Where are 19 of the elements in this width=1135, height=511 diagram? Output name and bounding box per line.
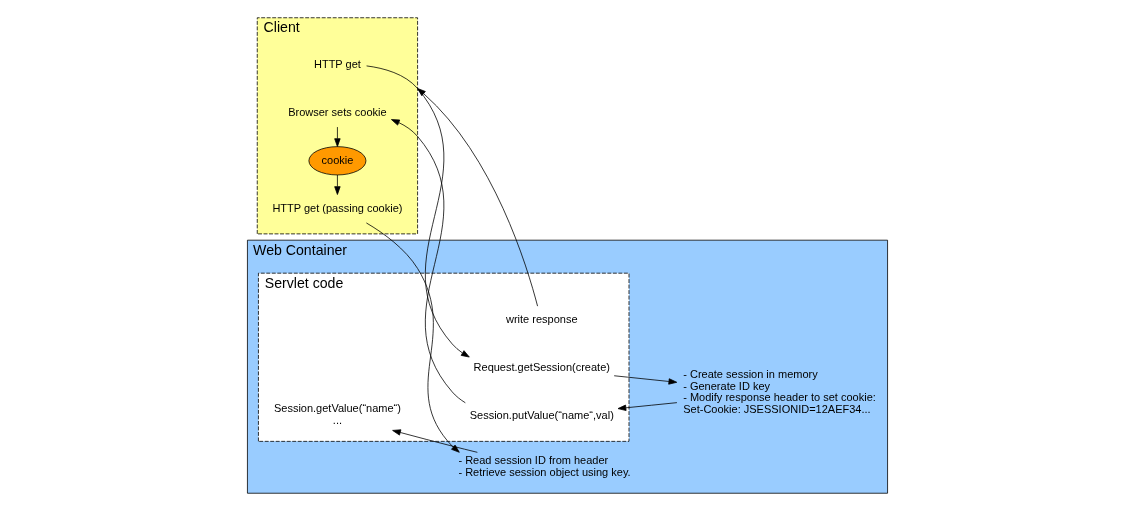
node-text: HTTP get (passing cookie) [272, 201, 403, 214]
arrow [613, 375, 678, 385]
node-text: Request.getSession(create) [473, 361, 610, 374]
node-text: - Create session in memory - Generate ID key - Modify response header to set cookie: Set-Cookie: JSESSIONID=12AEF34... [683, 367, 876, 416]
node-text: Browser sets cookie [288, 105, 387, 118]
node-text: Session.putValue(“name“,val) [469, 409, 614, 422]
node-text: write response [505, 313, 578, 326]
arrow [392, 429, 478, 453]
arrow [365, 222, 460, 453]
arrow [417, 88, 538, 307]
node-ellipse: cookie [308, 146, 367, 176]
arrow [366, 65, 470, 358]
arrow [391, 119, 466, 404]
arrow [617, 402, 678, 411]
node-text: Session.getValue(“name“) ... [273, 402, 401, 427]
arrow [334, 126, 341, 147]
node-text: - Read session ID from header - Retrieve session object using key. [458, 454, 631, 479]
arrow [334, 174, 341, 195]
node-text: HTTP get [313, 57, 361, 70]
